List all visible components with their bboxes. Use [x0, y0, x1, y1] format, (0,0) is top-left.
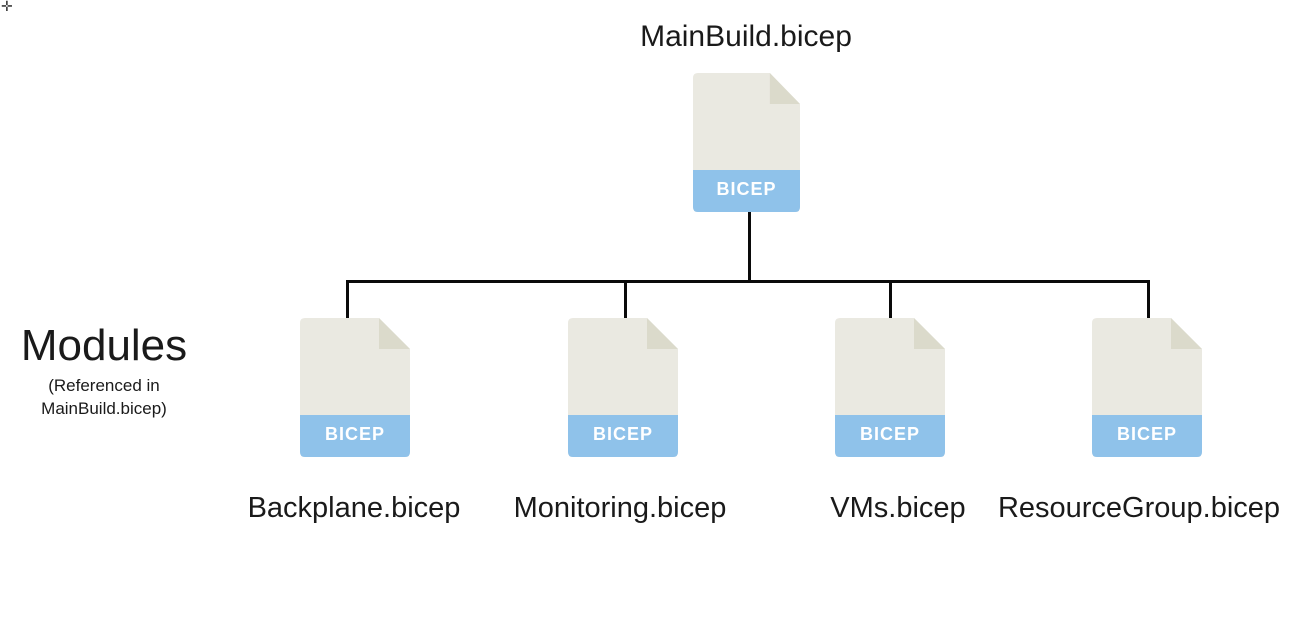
modules-subtitle-line1: (Referenced in: [48, 376, 160, 395]
modules-heading: Modules (Referenced in MainBuild.bicep): [0, 322, 208, 420]
bicep-badge-label: BICEP: [1116, 424, 1177, 444]
file-label-vms: VMs.bicep: [830, 492, 966, 524]
connector-drop-backplane: [346, 282, 349, 318]
bicep-file-icon-backplane: BICEP: [300, 318, 410, 457]
bicep-file-icon-monitoring: BICEP: [568, 318, 678, 457]
file-document-icon: [300, 318, 410, 457]
bicep-badge-label: BICEP: [324, 424, 385, 444]
connector-horizontal-bar: [346, 280, 1150, 283]
bicep-file-icon-vms: BICEP: [835, 318, 945, 457]
modules-title: Modules: [20, 321, 188, 370]
bicep-badge-label: BICEP: [592, 424, 653, 444]
bicep-file-icon-resourcegroup: BICEP: [1092, 318, 1202, 457]
bicep-badge-label: BICEP: [716, 179, 777, 199]
move-cursor-icon: ✛: [1, 0, 13, 14]
connector-drop-resourcegroup: [1147, 282, 1150, 318]
connector-root-stem: [748, 212, 751, 281]
file-label-backplane: Backplane.bicep: [247, 492, 461, 524]
bicep-file-icon-root: BICEP: [693, 73, 800, 212]
file-document-icon: [693, 73, 800, 212]
file-document-icon: [568, 318, 678, 457]
root-file-label: MainBuild.bicep: [640, 20, 852, 53]
bicep-badge-label: BICEP: [859, 424, 920, 444]
connector-drop-monitoring: [624, 282, 627, 318]
modules-subtitle: (Referenced in MainBuild.bicep): [0, 374, 208, 420]
connector-drop-vms: [889, 282, 892, 318]
modules-subtitle-line2: MainBuild.bicep): [41, 399, 167, 418]
file-label-monitoring: Monitoring.bicep: [513, 492, 727, 524]
file-label-resourcegroup: ResourceGroup.bicep: [997, 492, 1281, 524]
file-document-icon: [1092, 318, 1202, 457]
file-document-icon: [835, 318, 945, 457]
